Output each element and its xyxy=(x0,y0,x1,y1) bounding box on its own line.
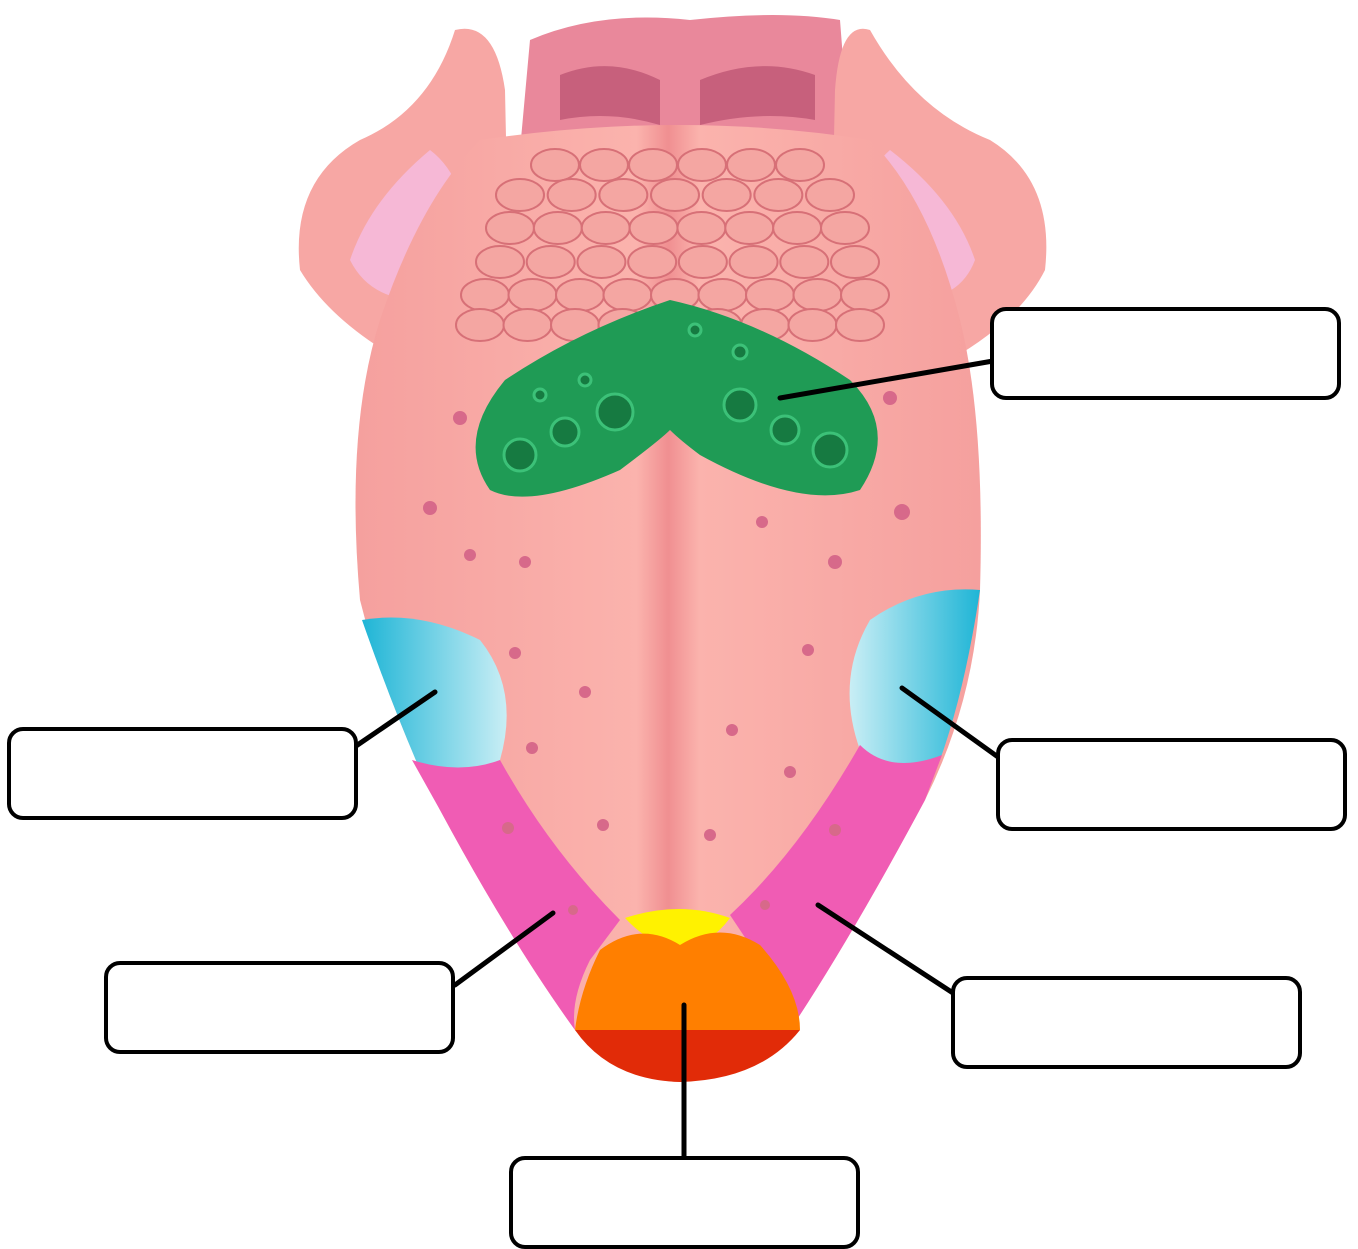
tonsil-bump xyxy=(531,149,579,181)
tonsil-bump xyxy=(476,246,524,278)
tonsil-bump xyxy=(527,246,575,278)
label-box-lower-right[interactable] xyxy=(953,978,1300,1067)
tonsil-bump xyxy=(630,212,678,244)
tonsil-bump xyxy=(496,179,544,211)
tonsil-bump xyxy=(730,246,778,278)
tonsil-bump xyxy=(806,179,854,211)
tonsil-bump xyxy=(678,149,726,181)
tonsil-bump xyxy=(577,246,625,278)
tonsil-bump xyxy=(821,212,869,244)
tonsil-bump xyxy=(486,212,534,244)
tonsil-bump xyxy=(746,279,794,311)
tonsil-bump xyxy=(548,179,596,211)
tonsil-bump xyxy=(773,212,821,244)
tonsil-bump xyxy=(699,279,747,311)
tonsil-bump xyxy=(582,212,630,244)
label-box-bottom[interactable] xyxy=(511,1158,858,1247)
tonsil-bump xyxy=(629,149,677,181)
label-box-top-right[interactable] xyxy=(992,309,1339,398)
tonsil-bump xyxy=(841,279,889,311)
tonsil-bump xyxy=(599,179,647,211)
tonsil-bump xyxy=(580,149,628,181)
tonsil-bump xyxy=(628,246,676,278)
label-box-mid-right[interactable] xyxy=(998,740,1345,829)
tonsil-bump xyxy=(794,279,842,311)
tonsil-bump xyxy=(754,179,802,211)
tonsil-bump xyxy=(504,309,552,341)
tonsil-bump xyxy=(677,212,725,244)
tip-zone xyxy=(575,1030,800,1082)
tonsil-bump xyxy=(703,179,751,211)
tonsil-bump xyxy=(836,309,884,341)
tonsil-bump xyxy=(725,212,773,244)
tonsil-bump xyxy=(509,279,557,311)
label-box-mid-left[interactable] xyxy=(9,729,356,818)
tonsil-bump xyxy=(780,246,828,278)
tonsil-bump xyxy=(831,246,879,278)
tonsil-bump xyxy=(789,309,837,341)
tonsil-bump xyxy=(534,212,582,244)
tonsil-bump xyxy=(679,246,727,278)
tonsil-bump xyxy=(556,279,604,311)
tonsil-bump xyxy=(651,179,699,211)
tonsil-bump xyxy=(776,149,824,181)
tonsil-bump xyxy=(461,279,509,311)
tonsil-bump xyxy=(727,149,775,181)
label-box-lower-left[interactable] xyxy=(106,963,453,1052)
tonsil-bump xyxy=(604,279,652,311)
tonsil-bump xyxy=(456,309,504,341)
